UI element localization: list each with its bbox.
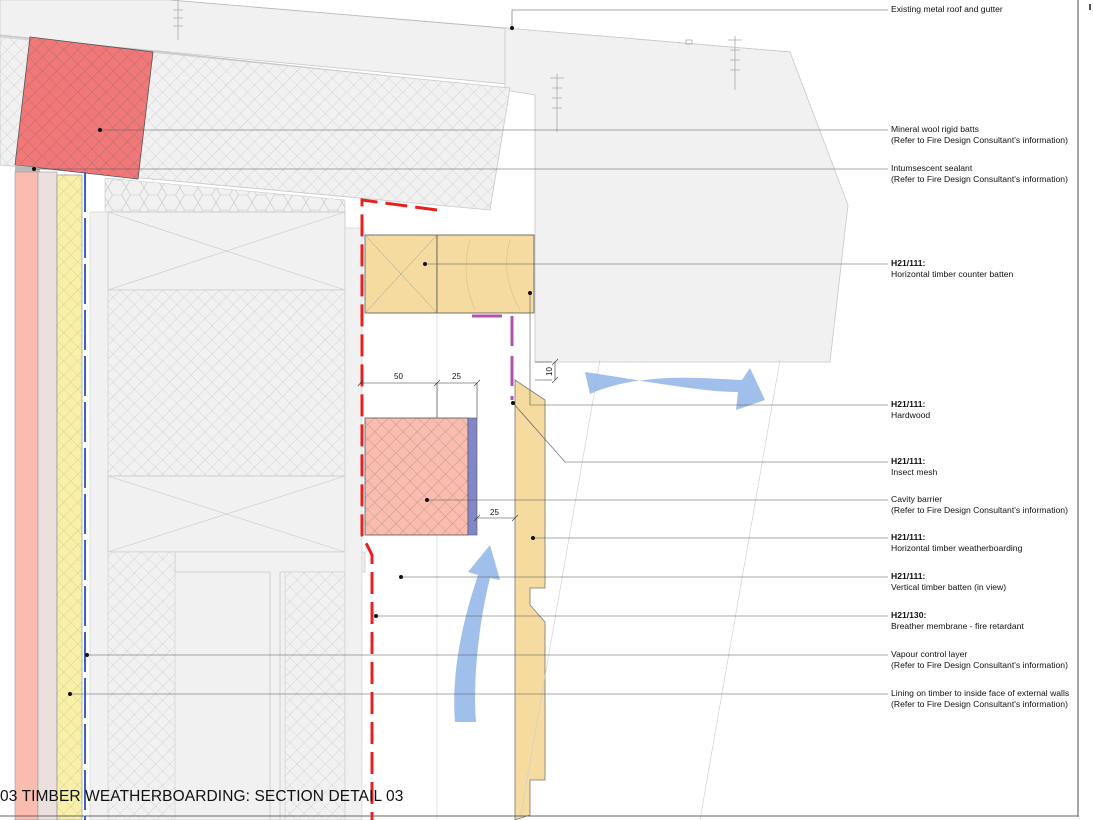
dimension-50: 50 — [394, 372, 403, 381]
wall-outer-layer — [14, 171, 39, 820]
label-breather-membrane: H21/130:Breather membrane - fire retarda… — [891, 610, 1024, 631]
label-intumescent-sealant: Intumsescent sealant(Refer to Fire Desig… — [891, 163, 1068, 184]
screw-icon — [173, 0, 742, 132]
label-cavity-barrier: Cavity barrier(Refer to Fire Design Cons… — [891, 494, 1068, 515]
timber-lining — [56, 174, 83, 820]
dimension-lines — [357, 358, 559, 522]
label-vertical-batten: H21/111:Vertical timber batten (in view) — [891, 571, 1007, 592]
label-hardwood: H21/111:Hardwood — [891, 399, 931, 420]
label-lining: Lining on timber to inside face of exter… — [891, 688, 1070, 709]
dimension-10: 10 — [545, 367, 554, 376]
insect-mesh — [472, 314, 514, 400]
leader-lines — [34, 9, 888, 695]
mineral-wool-batt — [14, 36, 154, 180]
airflow-arrow-icon — [454, 545, 500, 722]
label-roof: Existing metal roof and gutter — [891, 4, 1003, 14]
dimension-25-gap: 25 — [490, 508, 499, 517]
label-mineral-wool: Mineral wool rigid batts(Refer to Fire D… — [891, 124, 1068, 145]
existing-metal-roof — [0, 0, 849, 363]
dimension-25: 25 — [452, 372, 461, 381]
wall-board-layer — [37, 171, 58, 820]
leader-dots — [32, 26, 535, 696]
airflow-arrow-icon — [585, 368, 765, 410]
label-counter-batten: H21/111:Horizontal timber counter batten — [891, 258, 1014, 279]
wall-insulation — [107, 289, 346, 477]
weatherboarding — [514, 379, 546, 820]
drawing-title: 03 TIMBER WEATHERBOARDING: SECTION DETAI… — [0, 788, 404, 805]
steel-section — [174, 551, 366, 820]
breather-membrane — [360, 198, 438, 820]
cavity-barrier — [364, 417, 478, 536]
label-insect-mesh: H21/111:Insect mesh — [891, 456, 938, 477]
counter-batten — [364, 234, 535, 314]
label-weatherboarding: H21/111:Horizontal timber weatherboardin… — [891, 532, 1023, 553]
label-vapour-control: Vapour control layer(Refer to Fire Desig… — [891, 649, 1068, 670]
